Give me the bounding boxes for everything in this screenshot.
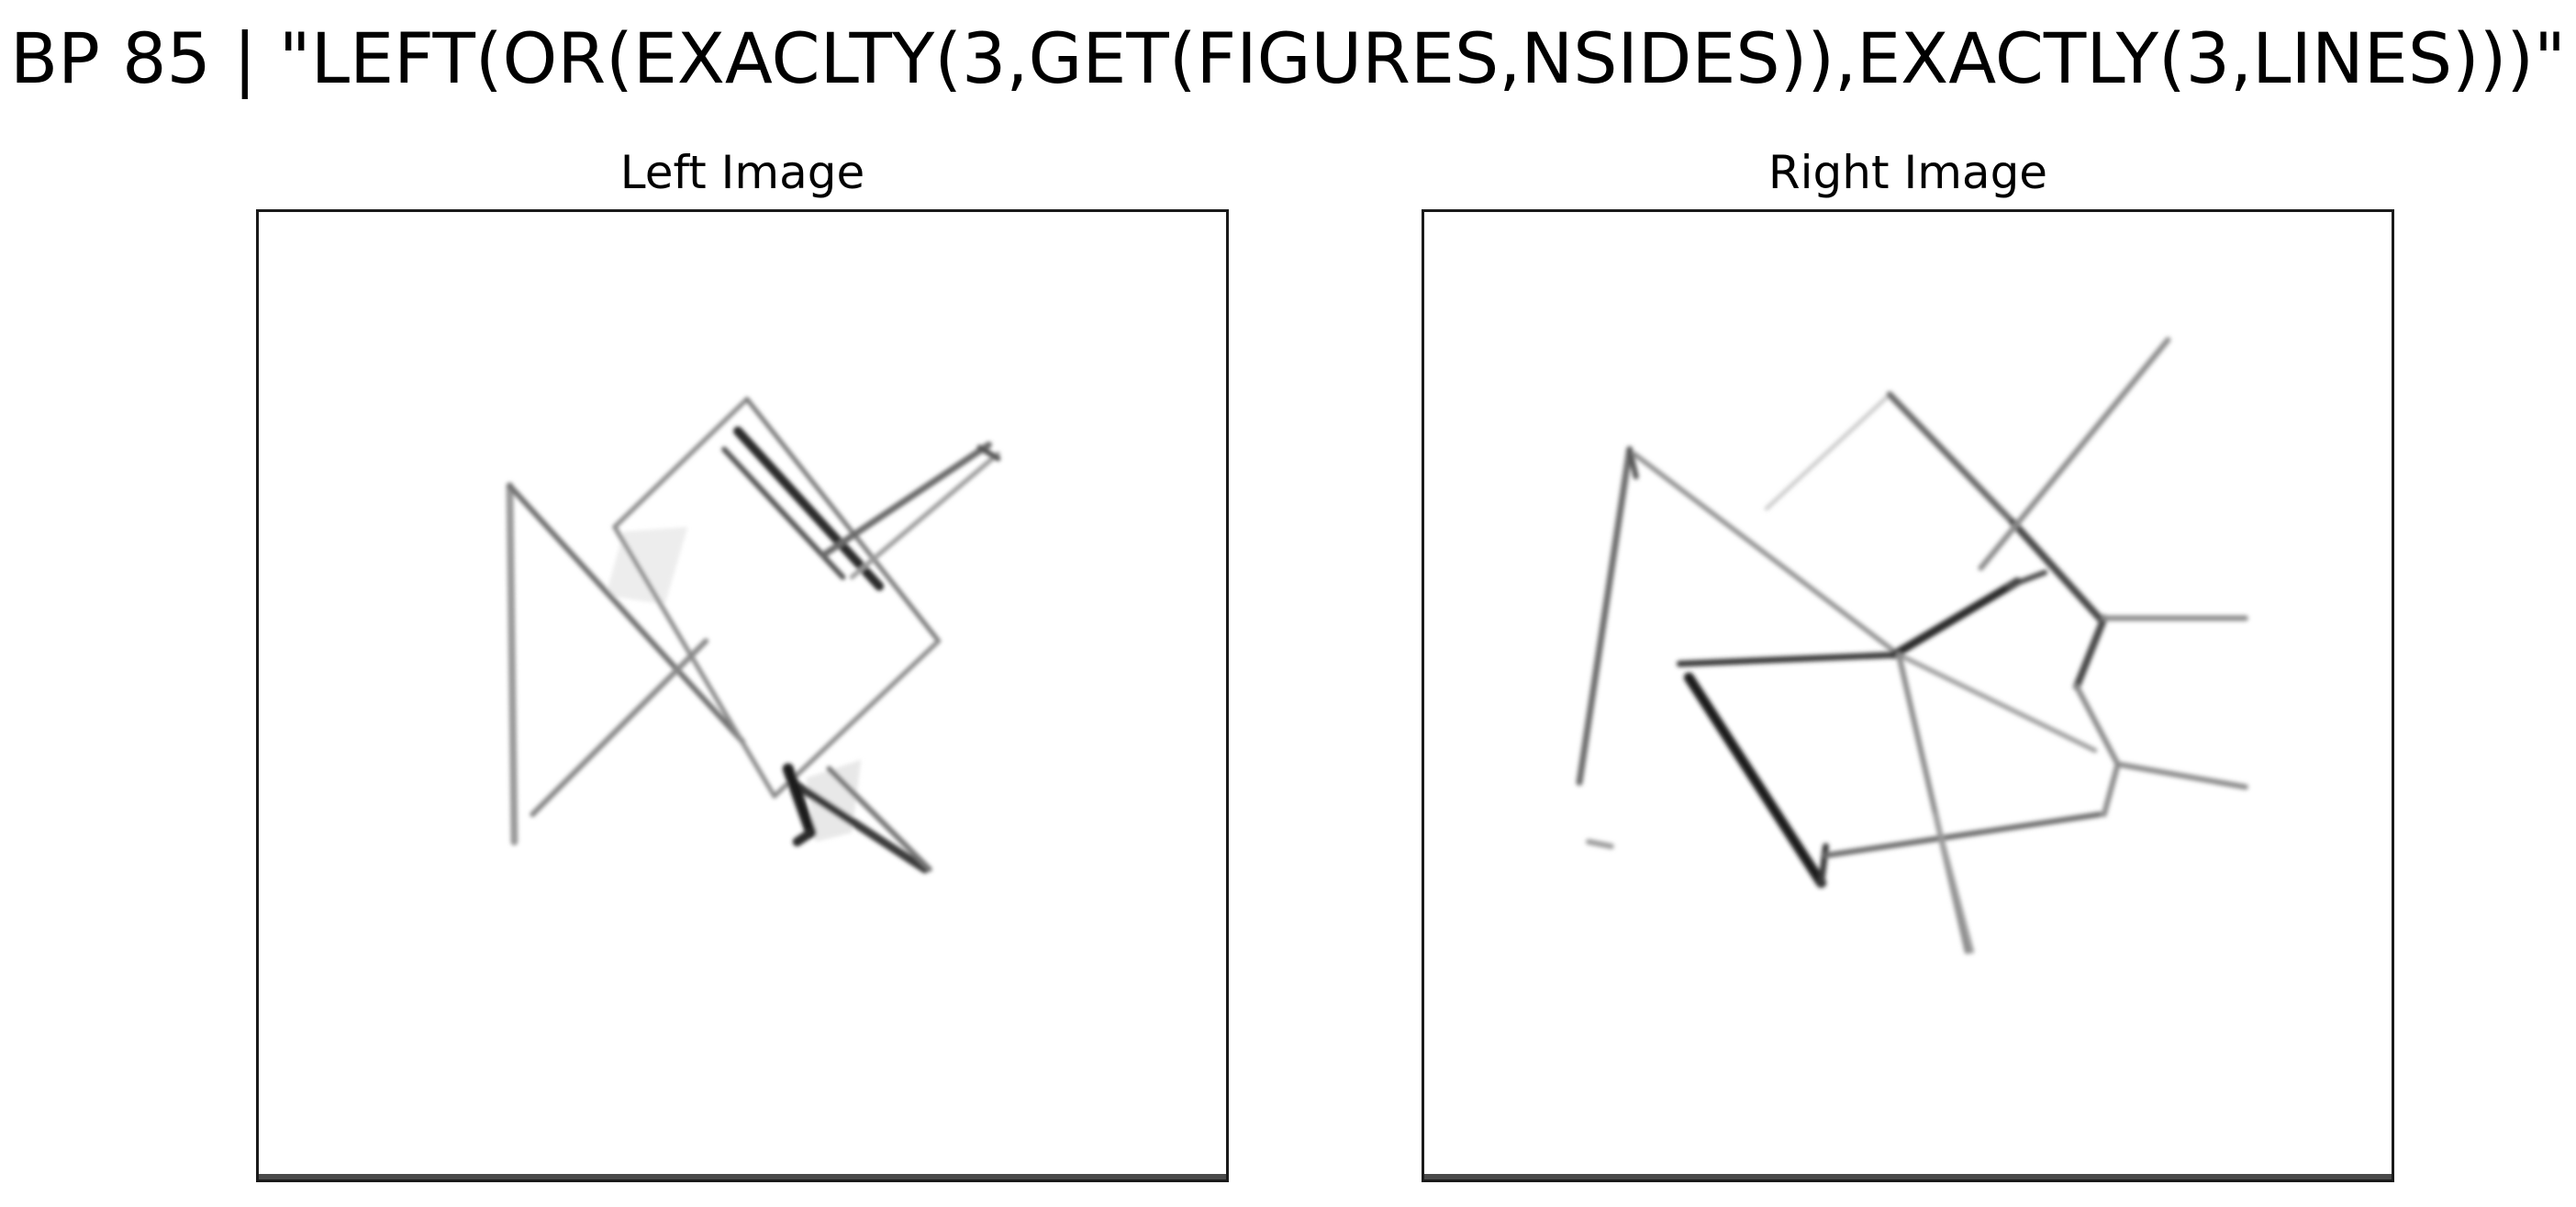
stroke-line <box>782 763 817 839</box>
right-image-drawing <box>1576 337 2248 955</box>
stroke-line <box>721 446 846 580</box>
stroke-line <box>744 397 942 643</box>
stroke-line <box>2073 684 2121 767</box>
stroke-line <box>1764 392 1892 511</box>
stroke-line <box>2072 614 2108 691</box>
stroke-line <box>1886 391 2016 526</box>
stroke-line <box>612 524 777 799</box>
stroke-line <box>1896 652 1970 955</box>
stroke-line <box>1683 672 1827 888</box>
stroke-line <box>1626 446 1639 480</box>
left-image-drawing <box>506 397 1001 874</box>
stroke-line <box>1890 577 2022 659</box>
stroke-line <box>1978 337 2171 571</box>
figure-title: BP 85 | "LEFT(OR(EXACLTY(3,GET(FIGURES,N… <box>10 17 2566 99</box>
stroke-line <box>1933 811 1975 954</box>
stroke-line <box>733 426 885 591</box>
stroke-line <box>788 777 930 874</box>
stroke-line <box>1632 452 1901 657</box>
stroke-line <box>826 766 932 872</box>
stroke-line <box>507 483 745 744</box>
panel-bottom-edge <box>259 1174 1226 1179</box>
stroke-line <box>792 828 816 847</box>
panel-bottom-edge <box>1424 1174 2392 1179</box>
right-image-panel <box>1422 209 2394 1182</box>
stroke-line <box>772 638 942 799</box>
stroke-line <box>1576 446 1634 786</box>
stroke-line <box>1676 651 1902 667</box>
stroke-line <box>2101 761 2121 818</box>
stroke-line <box>612 397 750 530</box>
stroke-line <box>506 482 519 846</box>
stroke-line <box>849 452 1000 580</box>
stroke-line <box>1896 652 2098 754</box>
stroke-line <box>976 444 1001 462</box>
stroke-line <box>2114 761 2248 790</box>
stroke-line <box>1823 811 2102 858</box>
stroke-line <box>530 638 709 818</box>
stroke-line <box>1585 839 1614 850</box>
stroke-line <box>1818 843 1829 887</box>
left-image-title: Left Image <box>619 146 865 199</box>
stroke-line <box>2009 519 2103 622</box>
left-image-panel <box>256 209 1229 1182</box>
faint-shading-patch <box>605 527 688 605</box>
right-image-title: Right Image <box>1768 146 2048 199</box>
stroke-line <box>821 441 992 558</box>
stroke-line <box>2005 569 2048 589</box>
